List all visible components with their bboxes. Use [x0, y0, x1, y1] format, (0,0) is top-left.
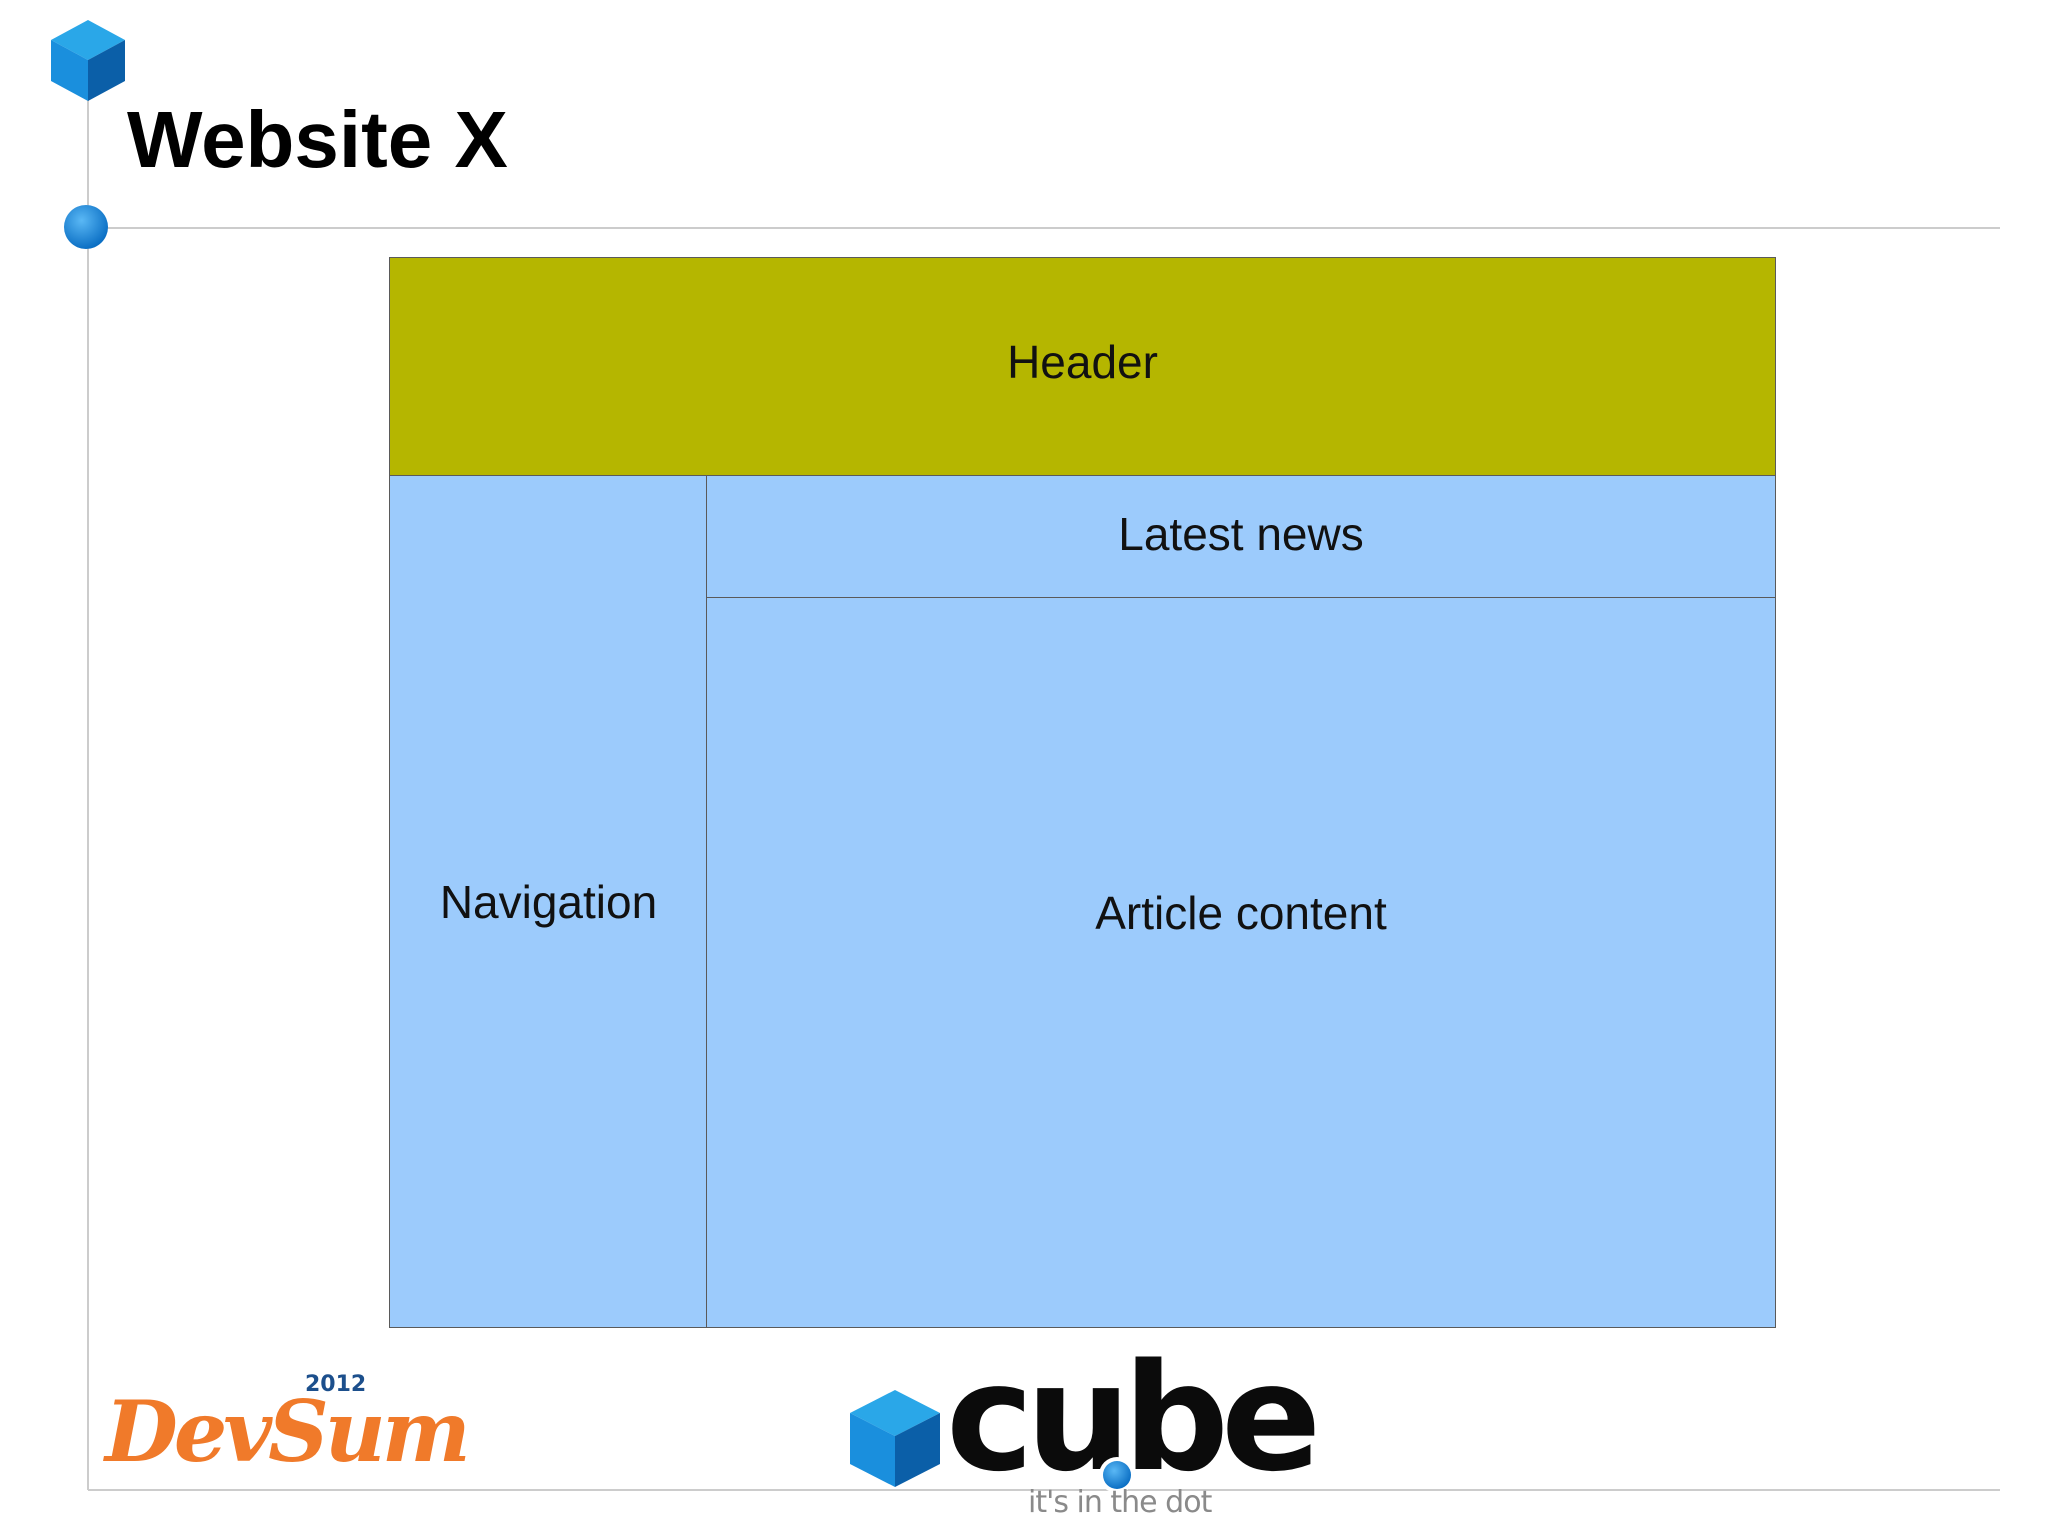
header-label: Header	[1007, 336, 1158, 388]
header-block: Header	[389, 257, 1776, 477]
slide-title: Website X	[127, 95, 508, 184]
cube-logo: cube it's in the dot	[850, 1333, 1321, 1535]
article-content-block: Article content	[706, 597, 1776, 1328]
navigation-block: Navigation	[389, 475, 708, 1328]
devsum-logo: 2012 DevSum	[105, 1372, 471, 1482]
cube-tagline: it's in the dot	[1028, 1485, 1212, 1520]
devsum-year: 2012	[305, 1372, 367, 1397]
navigation-label: Navigation	[439, 875, 658, 928]
cube-logo-dot-icon	[1099, 1457, 1135, 1493]
latest-news-label: Latest news	[1118, 508, 1364, 560]
cube-logo-icon	[850, 1390, 940, 1487]
blue-dot-icon	[64, 205, 108, 249]
cube-icon	[51, 20, 125, 101]
article-content-label: Article content	[1095, 886, 1387, 939]
latest-news-block: Latest news	[706, 475, 1776, 599]
devsum-wordmark: DevSum	[105, 1382, 471, 1481]
